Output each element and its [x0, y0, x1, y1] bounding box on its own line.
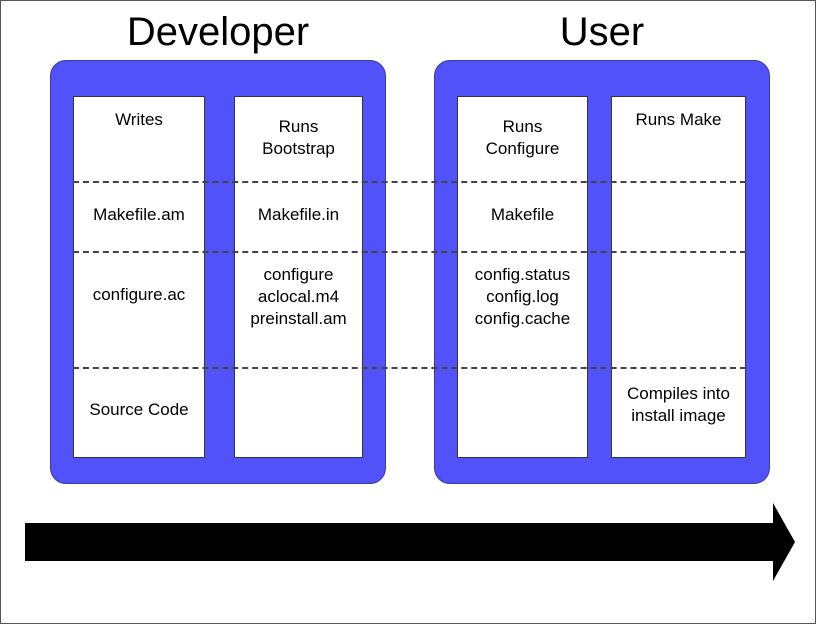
cell-configure-makefile: Makefile [490, 205, 555, 224]
cell-writes-makefile: Makefile.am [93, 205, 185, 224]
cell-writes-result: Source Code [89, 400, 189, 419]
cell-bootstrap-generated: configure aclocal.m4 preinstall.am [250, 265, 347, 328]
cell-bootstrap-action: Runs Bootstrap [262, 117, 335, 158]
band-divider-2 [73, 251, 746, 253]
stage-column-bootstrap [234, 96, 363, 458]
cell-bootstrap-makefile: Makefile.in [257, 205, 340, 224]
cell-make-result: Compiles into install image [627, 384, 730, 425]
column-heading-developer: Developer [126, 10, 310, 54]
cell-writes-action: Writes [115, 110, 163, 129]
cell-configure-action: Runs Configure [485, 117, 560, 158]
stage-column-writes [73, 96, 205, 458]
column-heading-user: User [559, 10, 645, 54]
flow-arrow-icon [25, 503, 795, 581]
band-divider-1 [73, 181, 746, 183]
stage-column-configure [457, 96, 588, 458]
band-divider-3 [73, 367, 746, 369]
cell-configure-generated: config.status config.log config.cache [474, 265, 571, 328]
stage-column-make [611, 96, 746, 458]
cell-make-action: Runs Make [635, 110, 722, 129]
cell-writes-generated: configure.ac [92, 285, 186, 304]
